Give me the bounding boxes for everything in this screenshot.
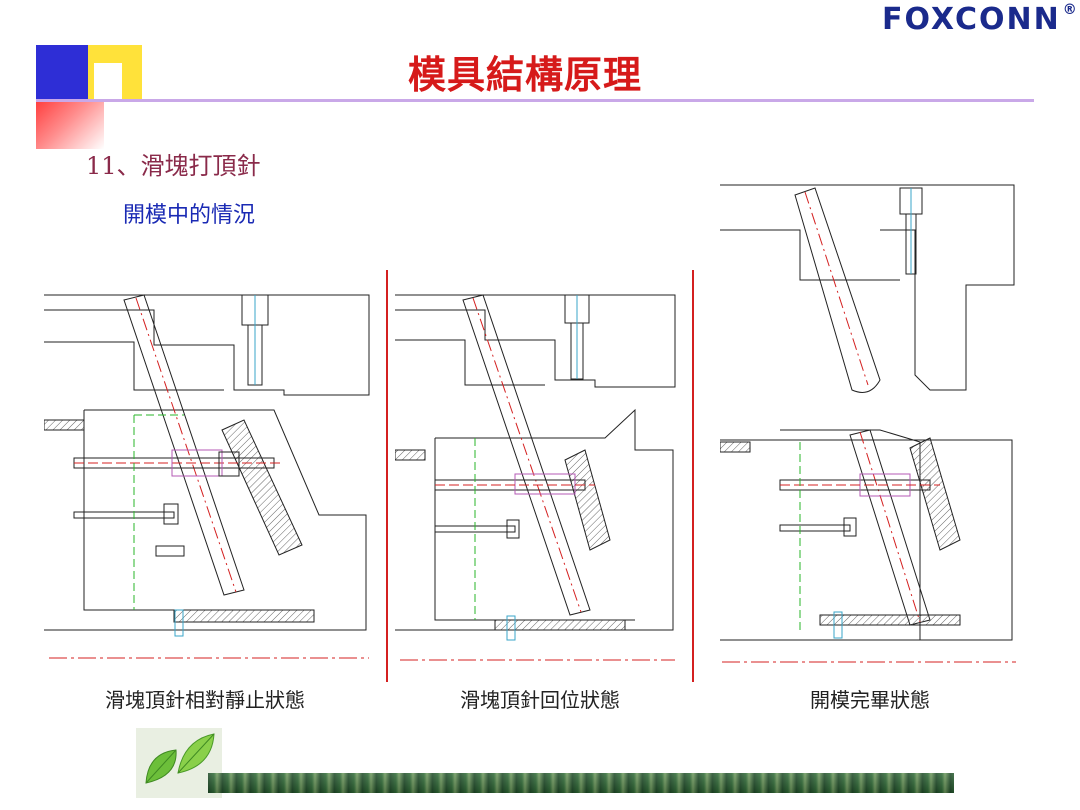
diagram-caption-2: 滑塊頂針回位狀態 [460,688,620,712]
company-logo: FOXCONN® [882,2,1079,37]
subheading: 開模中的情況 [123,203,256,228]
diagram-divider-2 [692,270,694,682]
footer-decor-strip [208,773,954,793]
registered-mark-icon: ® [1062,2,1079,18]
diagram-slider-static [44,294,370,659]
diagram-slider-return [395,294,676,661]
leaf-icon [136,728,222,798]
diagram-divider-1 [386,270,388,682]
diagram-caption-3: 開模完畢狀態 [810,688,930,712]
section-heading: 11、滑塊打頂針 [86,152,261,180]
diagram-caption-1: 滑塊頂針相對靜止狀態 [105,688,305,712]
header-rule [36,99,1034,102]
decor-red-gradient [36,99,104,149]
page-title: 模具結構原理 [407,52,642,97]
diagram-mold-open [720,184,1016,663]
logo-text: FOXCONN [882,2,1061,37]
decor-white-notch [94,63,122,99]
decor-blue-square [36,45,88,99]
